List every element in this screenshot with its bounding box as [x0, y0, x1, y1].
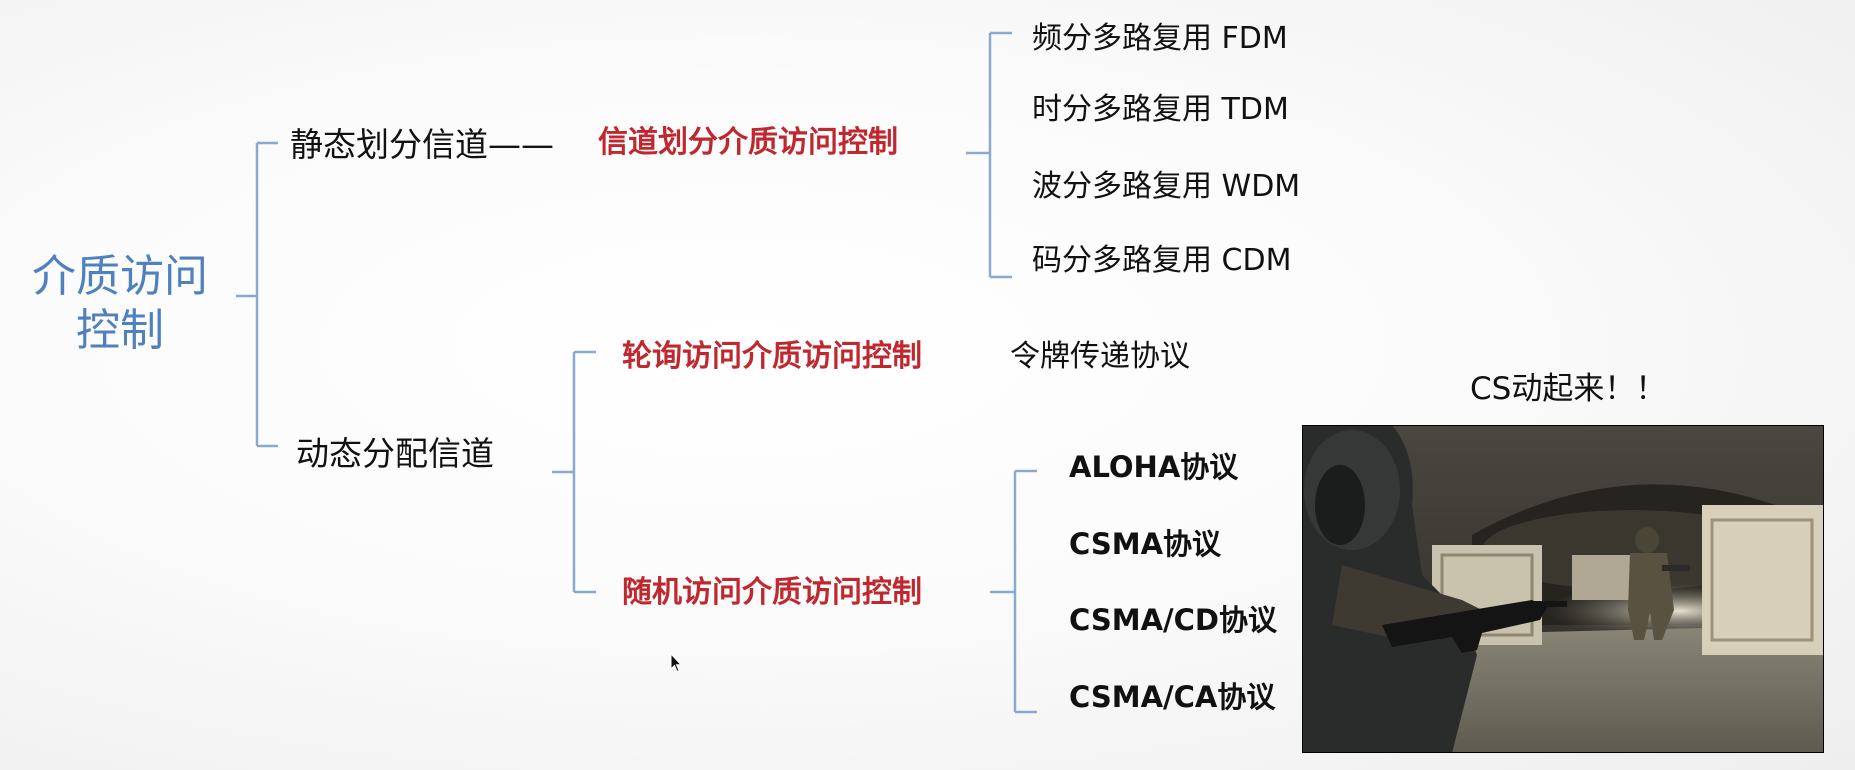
root-topic-line1: 介质访问 [32, 251, 208, 302]
root-topic-line2: 控制 [76, 305, 164, 356]
polling-mac: 轮询访问介质访问控制 [622, 339, 922, 374]
aloha-item: ALOHA协议 [1069, 450, 1239, 484]
root-topic: 介质访问 控制 [20, 250, 220, 358]
cdm-item: 码分多路复用 CDM [1032, 246, 1291, 276]
fdm-label: 频分多路复用 FDM [1032, 21, 1288, 56]
csma-item: CSMA协议 [1069, 527, 1222, 561]
wdm-item: 波分多路复用 WDM [1032, 172, 1300, 202]
cdm-label: 码分多路复用 CDM [1032, 243, 1292, 278]
random-access-mac: 随机访问介质访问控制 [622, 575, 922, 610]
tdm-item: 时分多路复用 TDM [1032, 95, 1289, 125]
cs-caption: CS动起来！！ [1470, 371, 1667, 407]
channel-partition-mac: 信道划分介质访问控制 [598, 125, 898, 160]
csma-cd-item: CSMA/CD协议 [1069, 603, 1277, 637]
game-scene-illustration [1302, 425, 1824, 753]
wdm-label: 波分多路复用 WDM [1032, 169, 1301, 204]
game-screenshot [1302, 425, 1824, 753]
mouse-cursor-icon [670, 653, 682, 673]
token-passing-protocol: 令牌传递协议 [1010, 339, 1190, 374]
csma-ca-item: CSMA/CA协议 [1069, 680, 1276, 714]
tdm-label: 时分多路复用 TDM [1032, 92, 1289, 127]
fdm-item: 频分多路复用 FDM [1032, 24, 1288, 54]
static-channel-label: 静态划分信道—— [290, 125, 554, 164]
dynamic-channel-label: 动态分配信道 [296, 434, 494, 473]
